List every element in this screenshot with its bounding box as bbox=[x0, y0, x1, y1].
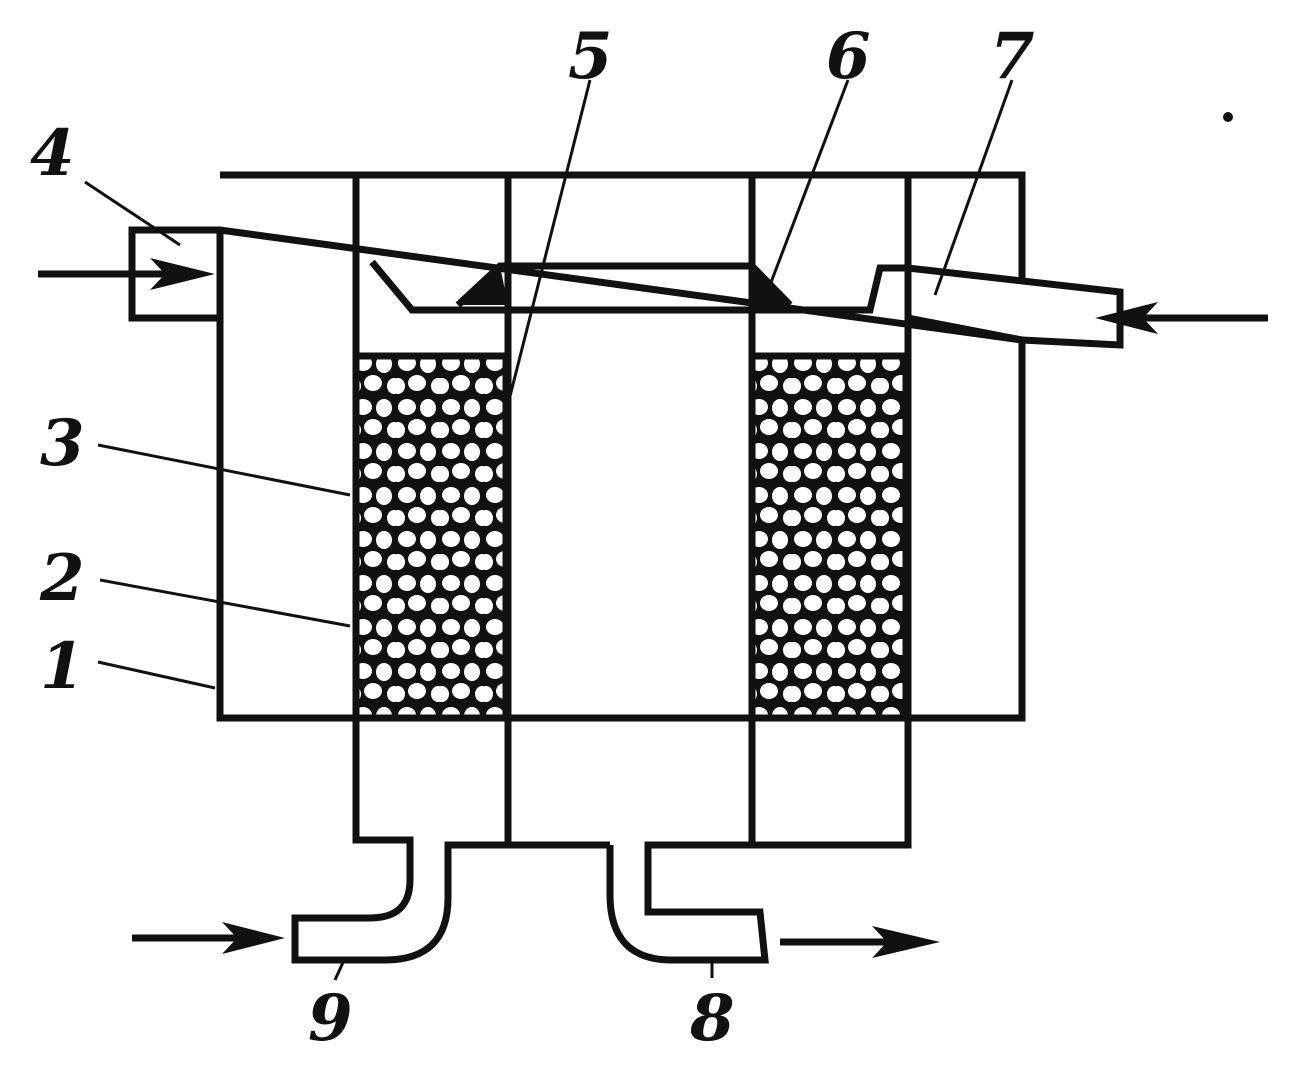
inner-wall-left-outer bbox=[291, 175, 508, 964]
pipe-fitting-6 bbox=[752, 266, 790, 308]
inlet-pipe-7 bbox=[369, 259, 1124, 349]
inlet-arrow-7 bbox=[1095, 302, 1268, 334]
packed-bed-left bbox=[352, 352, 510, 722]
leader-2 bbox=[99, 578, 351, 628]
label-8: 8 bbox=[689, 981, 735, 1056]
label-4: 4 bbox=[30, 116, 75, 191]
label-2: 2 bbox=[39, 541, 85, 616]
label-3: 3 bbox=[40, 406, 85, 481]
label-5: 5 bbox=[568, 19, 613, 94]
leader-6 bbox=[768, 79, 850, 286]
stray-mark bbox=[1223, 112, 1233, 122]
outlet-arrow-8 bbox=[780, 926, 940, 958]
leader-4 bbox=[84, 180, 181, 247]
pipe-fitting-left bbox=[458, 266, 508, 305]
leader-3 bbox=[97, 443, 351, 497]
inner-wall-right-outer bbox=[606, 175, 912, 964]
inlet-arrow-9 bbox=[132, 922, 285, 954]
label-1: 1 bbox=[40, 629, 85, 704]
leader-9 bbox=[333, 957, 347, 981]
leader-5 bbox=[502, 79, 592, 421]
inlet-arrow-4 bbox=[38, 258, 215, 290]
leader-1 bbox=[97, 660, 216, 690]
packed-bed-right bbox=[748, 352, 910, 722]
label-7: 7 bbox=[990, 19, 1035, 94]
label-6: 6 bbox=[826, 19, 871, 94]
leader-7 bbox=[933, 79, 1014, 296]
label-9: 9 bbox=[308, 981, 353, 1056]
